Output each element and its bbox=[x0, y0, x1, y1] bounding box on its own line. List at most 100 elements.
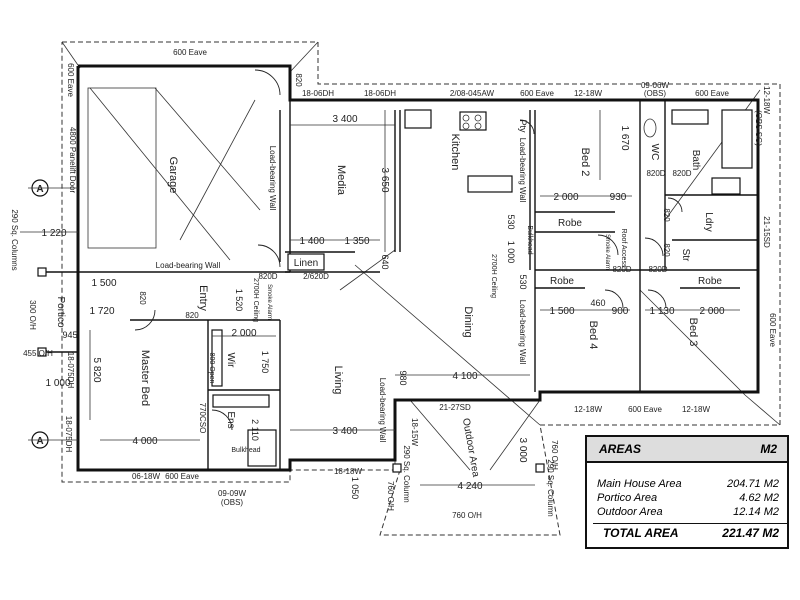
areas-row-portico: Portico Area 4.62 M2 bbox=[587, 491, 787, 505]
cooktop-burner bbox=[474, 114, 482, 122]
roof-hip-line bbox=[154, 87, 261, 211]
kitchen-island bbox=[467, 175, 513, 193]
label-eave-top-garage: 600 Eave bbox=[173, 48, 207, 57]
label-window-12-18w-bot-b: 12-18W bbox=[682, 405, 710, 414]
wir-shelf bbox=[211, 329, 223, 387]
label-window-09-06w: 09-06W bbox=[641, 81, 669, 90]
dim-1000: 1 000 bbox=[506, 241, 516, 264]
label-eave-bottom-mid: 600 Eave bbox=[628, 405, 662, 414]
dim-900: 900 bbox=[612, 306, 629, 317]
room-label-portico: Portico bbox=[55, 296, 66, 328]
dim-460: 460 bbox=[590, 298, 605, 308]
label-door-820-d: 820D bbox=[612, 265, 631, 274]
label-door-820-i: 820 bbox=[185, 311, 199, 320]
roof-hip-line bbox=[354, 264, 541, 426]
areas-table-unit: M2 bbox=[760, 442, 777, 456]
label-290-columns: 290 Sq. Columns bbox=[10, 209, 19, 270]
roof-hip-line bbox=[61, 41, 81, 69]
areas-total-label: TOTAL AREA bbox=[603, 526, 679, 540]
areas-table-rows: Main House Area 204.71 M2 Portico Area 4… bbox=[587, 463, 787, 540]
kitchen-bench bbox=[404, 109, 432, 129]
dim-530-a: 530 bbox=[506, 214, 516, 229]
room-label-media: Media bbox=[335, 165, 347, 196]
label-door-770cso: 770CSO bbox=[198, 403, 207, 434]
areas-row-label: Portico Area bbox=[597, 492, 658, 504]
label-ceiling-2700-b: 2700H Ceiling bbox=[252, 278, 259, 322]
label-760-oh-b: 760 O/H bbox=[386, 481, 395, 511]
label-window-12-18w-corner: 12-18W bbox=[762, 86, 771, 114]
label-760-oh-c: 760 O/H bbox=[452, 511, 482, 520]
label-455-oh: 455 O/H bbox=[23, 349, 53, 358]
label-ceiling-2700-a: 2700H Ceiling bbox=[490, 254, 497, 298]
label-door-800-open: 800 Open bbox=[208, 353, 215, 384]
dim-1720: 1 720 bbox=[89, 306, 114, 317]
label-door-820-h: 820D bbox=[258, 272, 277, 281]
dim-930: 930 bbox=[610, 192, 627, 203]
cooktop-burner bbox=[474, 122, 482, 130]
label-window-obs-sg: (OBS SG) bbox=[754, 110, 763, 146]
room-label-linen: Linen bbox=[294, 258, 318, 269]
label-window-2-08-045aw: 2/08-045AW bbox=[450, 89, 495, 98]
room-label-master-bed: Master Bed bbox=[139, 350, 151, 406]
room-label-robe-bed3: Robe bbox=[698, 276, 722, 287]
room-label-dining: Dining bbox=[462, 306, 474, 337]
dim-530-b: 530 bbox=[518, 274, 528, 289]
label-window-09-09w: 09-09W bbox=[218, 489, 246, 498]
label-window-18-075dh-b: 18-075DH bbox=[64, 416, 73, 453]
roof-hip-line bbox=[639, 289, 746, 396]
areas-total-value: 221.47 M2 bbox=[722, 526, 779, 540]
areas-row-label: Outdoor Area bbox=[597, 506, 663, 518]
garage-panel-outline bbox=[87, 87, 157, 249]
label-window-12-18w-bot-a: 12-18W bbox=[574, 405, 602, 414]
areas-row-label: Main House Area bbox=[597, 478, 682, 490]
ensuite-vanity bbox=[212, 394, 270, 408]
areas-row-value: 4.62 M2 bbox=[739, 492, 779, 504]
roof-hip-line bbox=[289, 41, 319, 73]
label-roof-access: Roof Access bbox=[620, 229, 627, 268]
room-label-ens: Ens bbox=[225, 411, 236, 428]
roof-hip-line bbox=[489, 399, 541, 471]
dim-640: 640 bbox=[380, 254, 390, 269]
areas-row-value: 12.14 M2 bbox=[733, 506, 779, 518]
outdoor-column bbox=[392, 463, 402, 473]
dim-1670: 1 670 bbox=[619, 125, 630, 150]
section-marker-label-bottom: A bbox=[36, 436, 43, 447]
dim-living-3400: 3 400 bbox=[332, 426, 357, 437]
label-eave-right: 600 Eave bbox=[768, 313, 777, 347]
door-swings bbox=[134, 69, 683, 431]
dim-media-width: 3 400 bbox=[332, 114, 357, 125]
label-300-oh: 300 O/H bbox=[28, 300, 37, 330]
dim-1350: 1 350 bbox=[344, 236, 369, 247]
room-label-living: Living bbox=[332, 366, 344, 395]
label-eave-left: 600 Eave bbox=[66, 63, 75, 97]
label-bulkhead-a: Bulkhead bbox=[526, 225, 533, 254]
label-door-820-b: 820D bbox=[646, 169, 665, 178]
dim-945: 945 bbox=[62, 330, 77, 340]
areas-row-outdoor: Outdoor Area 12.14 M2 bbox=[587, 505, 787, 519]
label-door-820-a: 820 bbox=[294, 73, 303, 87]
label-window-06-18w: 06-18W bbox=[132, 472, 160, 481]
label-load-bearing-dining: Load-bearing Wall bbox=[518, 300, 527, 365]
dim-portico-1500: 1 500 bbox=[91, 278, 116, 289]
roof-hip-line bbox=[339, 249, 396, 291]
label-290-column-b: 290 Sq. Column bbox=[546, 459, 555, 516]
linen-cupboard bbox=[287, 253, 325, 271]
dimension-lines bbox=[20, 110, 740, 486]
label-window-obs-top: (OBS) bbox=[644, 89, 667, 98]
dim-1220: 1 220 bbox=[41, 228, 66, 239]
label-window-21-27sd: 21-27SD bbox=[439, 403, 471, 412]
label-door-2-620d: 2/620D bbox=[303, 272, 329, 281]
dim-1130: 1 130 bbox=[649, 306, 674, 317]
room-label-entry: Entry bbox=[197, 285, 209, 311]
label-window-18-18w: 18-18W bbox=[334, 467, 362, 476]
label-eave-top-right: 600 Eave bbox=[695, 89, 729, 98]
label-door-820-c: 820D bbox=[648, 265, 667, 274]
label-290-column-a: 290 Sq. Column bbox=[402, 445, 411, 502]
label-smoke-alarm-a: Smoke Alarm bbox=[604, 234, 610, 270]
label-bulkhead-b: Bulkhead bbox=[231, 447, 260, 454]
roof-hip-line bbox=[89, 87, 231, 261]
dim-4240: 4 240 bbox=[457, 481, 482, 492]
portico-column bbox=[37, 267, 47, 277]
room-label-robe-bed2: Robe bbox=[558, 218, 582, 229]
